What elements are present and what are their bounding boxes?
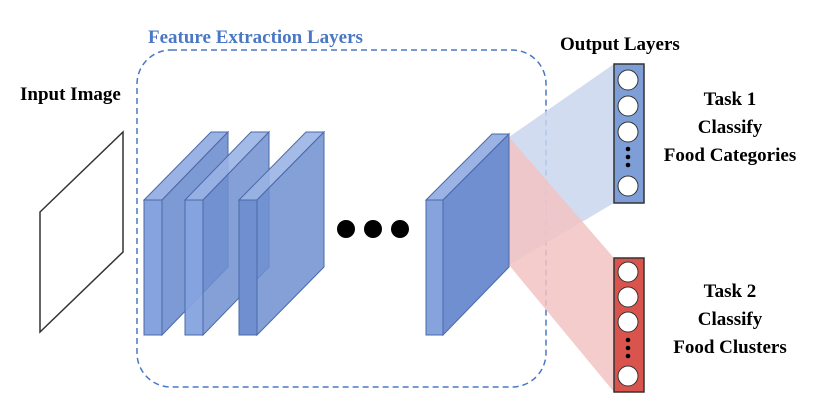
- task2-projection: [509, 137, 614, 392]
- input-image-plane: [39, 130, 124, 334]
- task2-title: Task 2: [703, 281, 757, 302]
- task2-target: Food Clusters: [673, 337, 787, 358]
- task1-title: Task 1: [703, 89, 757, 110]
- ellipsis-dots: [337, 220, 409, 238]
- feature-extraction-box: [136, 49, 547, 388]
- input-image-label: Input Image: [20, 84, 121, 105]
- feature-map-3: [237, 130, 326, 337]
- task1-output-column: [613, 63, 645, 204]
- output-layers-label: Output Layers: [560, 34, 680, 55]
- task1-target: Food Categories: [663, 145, 797, 166]
- task2-label: Task 2 Classify Food Clusters: [650, 278, 810, 362]
- feature-extraction-label: Feature Extraction Layers: [148, 27, 363, 48]
- feature-map-2: [183, 130, 271, 337]
- task2-output-column: [613, 257, 645, 393]
- feature-map-last: [424, 132, 511, 337]
- task2-action: Classify: [697, 309, 763, 330]
- task1-label: Task 1 Classify Food Categories: [650, 86, 810, 170]
- task1-action: Classify: [697, 117, 763, 138]
